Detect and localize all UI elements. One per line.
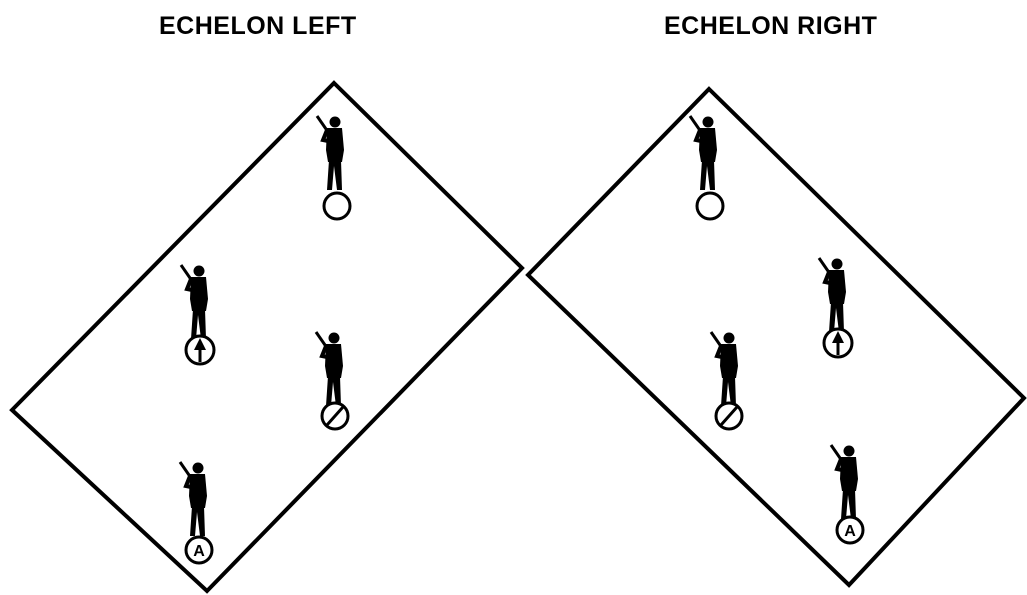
rifleman-marker-icon xyxy=(322,403,348,429)
echelon-left-formation: A xyxy=(12,83,522,591)
echelon-right-formation: A xyxy=(528,89,1024,585)
rifleman-marker-icon xyxy=(716,403,742,429)
grenadier-letter: A xyxy=(844,523,856,540)
soldier-icon xyxy=(181,265,208,339)
soldier-icon xyxy=(316,332,343,406)
grenadier-letter: A xyxy=(193,543,205,560)
formation-boundary-left xyxy=(12,83,522,591)
leader-marker-icon xyxy=(697,193,723,219)
grenadier-marker-icon: A xyxy=(186,537,212,563)
soldier-icon xyxy=(831,445,858,519)
automatic-rifleman-marker-icon xyxy=(186,336,214,364)
soldier-icon xyxy=(819,258,846,332)
grenadier-marker-icon: A xyxy=(837,517,863,543)
formation-boundary-right xyxy=(528,89,1024,585)
soldier-icon xyxy=(317,116,344,190)
automatic-rifleman-marker-icon xyxy=(824,329,852,357)
soldier-icon xyxy=(711,332,738,406)
soldier-icon xyxy=(180,462,207,536)
leader-marker-icon xyxy=(324,193,350,219)
soldier-icon xyxy=(690,116,717,190)
